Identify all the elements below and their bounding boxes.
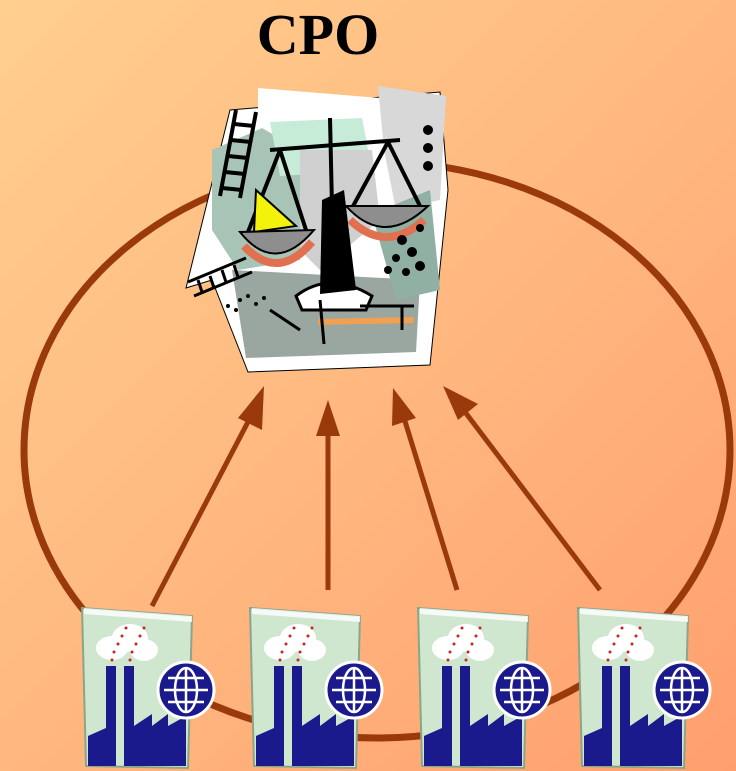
plant-node-4	[576, 606, 712, 770]
arrow-3	[392, 388, 460, 591]
factory-globe-icon	[576, 606, 712, 770]
scales-of-justice-clipart-icon	[185, 86, 449, 373]
diagram-title: CPO	[256, 2, 380, 67]
plant-node-2	[248, 606, 384, 770]
arrows	[149, 386, 602, 608]
arrow-4	[443, 386, 602, 592]
factory-globe-icon	[80, 606, 216, 770]
arrow-1	[149, 386, 264, 608]
arrow-2	[316, 400, 340, 590]
factory-globe-icon	[248, 606, 384, 770]
plant-node-1	[80, 606, 216, 770]
factory-globe-icon	[416, 606, 552, 770]
plant-node-3	[416, 606, 552, 770]
